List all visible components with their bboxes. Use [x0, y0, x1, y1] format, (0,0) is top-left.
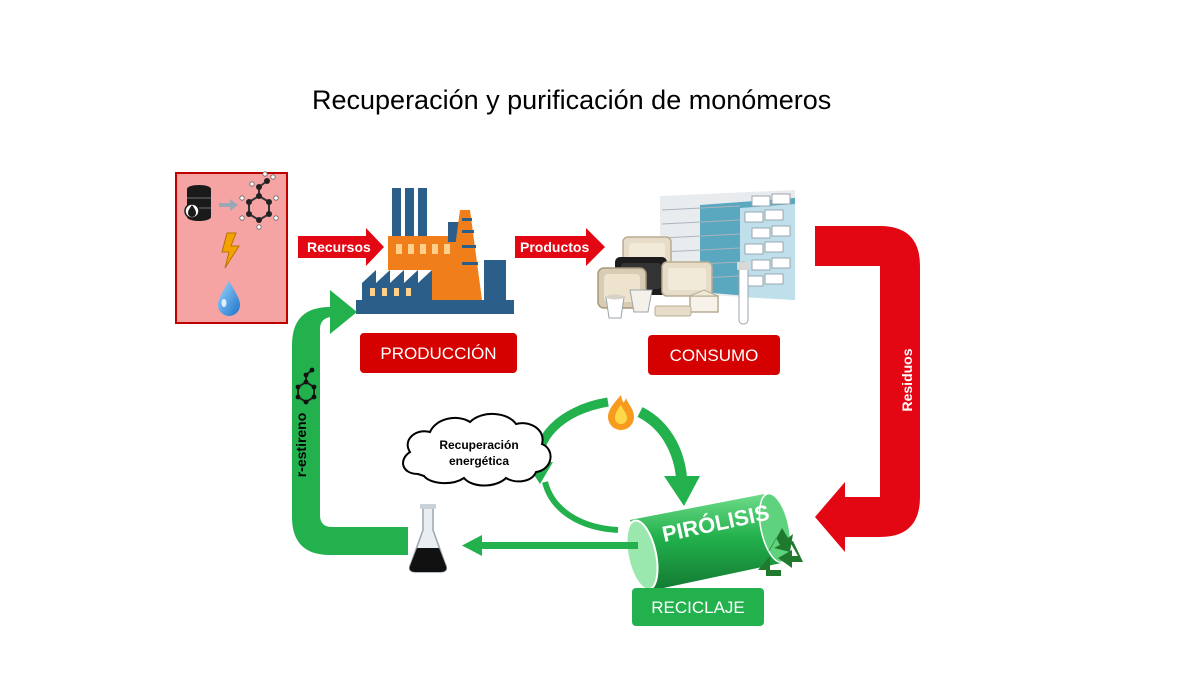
productos-label: Productos	[520, 239, 589, 255]
consumo-box: CONSUMO	[648, 335, 780, 375]
polystyrene-products-icon	[597, 190, 795, 325]
recuperacion-energetica-cloud: Recuperación energética	[402, 413, 552, 487]
pirolisis-to-flask-arrow	[462, 535, 638, 556]
productos-arrow: Productos	[515, 228, 605, 266]
resources-box	[175, 171, 288, 324]
recursos-arrow: Recursos	[298, 228, 384, 266]
residuos-label: Residuos	[899, 348, 915, 411]
recuperacion-line2: energética	[449, 454, 509, 468]
r-estireno-arrow: r-estireno	[292, 290, 408, 555]
recuperacion-line1: Recuperación	[439, 438, 518, 452]
produccion-label: PRODUCCIÓN	[380, 344, 496, 363]
styrene-molecule-icon	[239, 171, 279, 230]
reciclaje-label: RECICLAJE	[651, 598, 745, 617]
flask-icon	[408, 504, 448, 573]
factory-icon	[356, 188, 514, 314]
reciclaje-box: RECICLAJE	[632, 588, 764, 626]
residuos-arrow: Residuos	[815, 226, 920, 552]
recursos-label: Recursos	[307, 239, 371, 255]
produccion-box: PRODUCCIÓN	[360, 333, 517, 373]
flame-icon	[608, 395, 634, 430]
water-drop-icon	[218, 281, 240, 316]
recycle-icon	[758, 528, 803, 576]
page-title: Recuperación y purificación de monómeros	[312, 85, 831, 115]
lightning-icon	[221, 232, 240, 269]
consumo-label: CONSUMO	[670, 346, 759, 365]
styrene-molecule-icon	[295, 367, 317, 405]
small-arrow-icon	[219, 199, 238, 211]
energy-loop	[527, 397, 700, 533]
oil-barrel-icon	[184, 185, 211, 221]
pirolisis-reactor: PIRÓLISIS	[625, 492, 792, 591]
r-estireno-label: r-estireno	[293, 413, 309, 478]
